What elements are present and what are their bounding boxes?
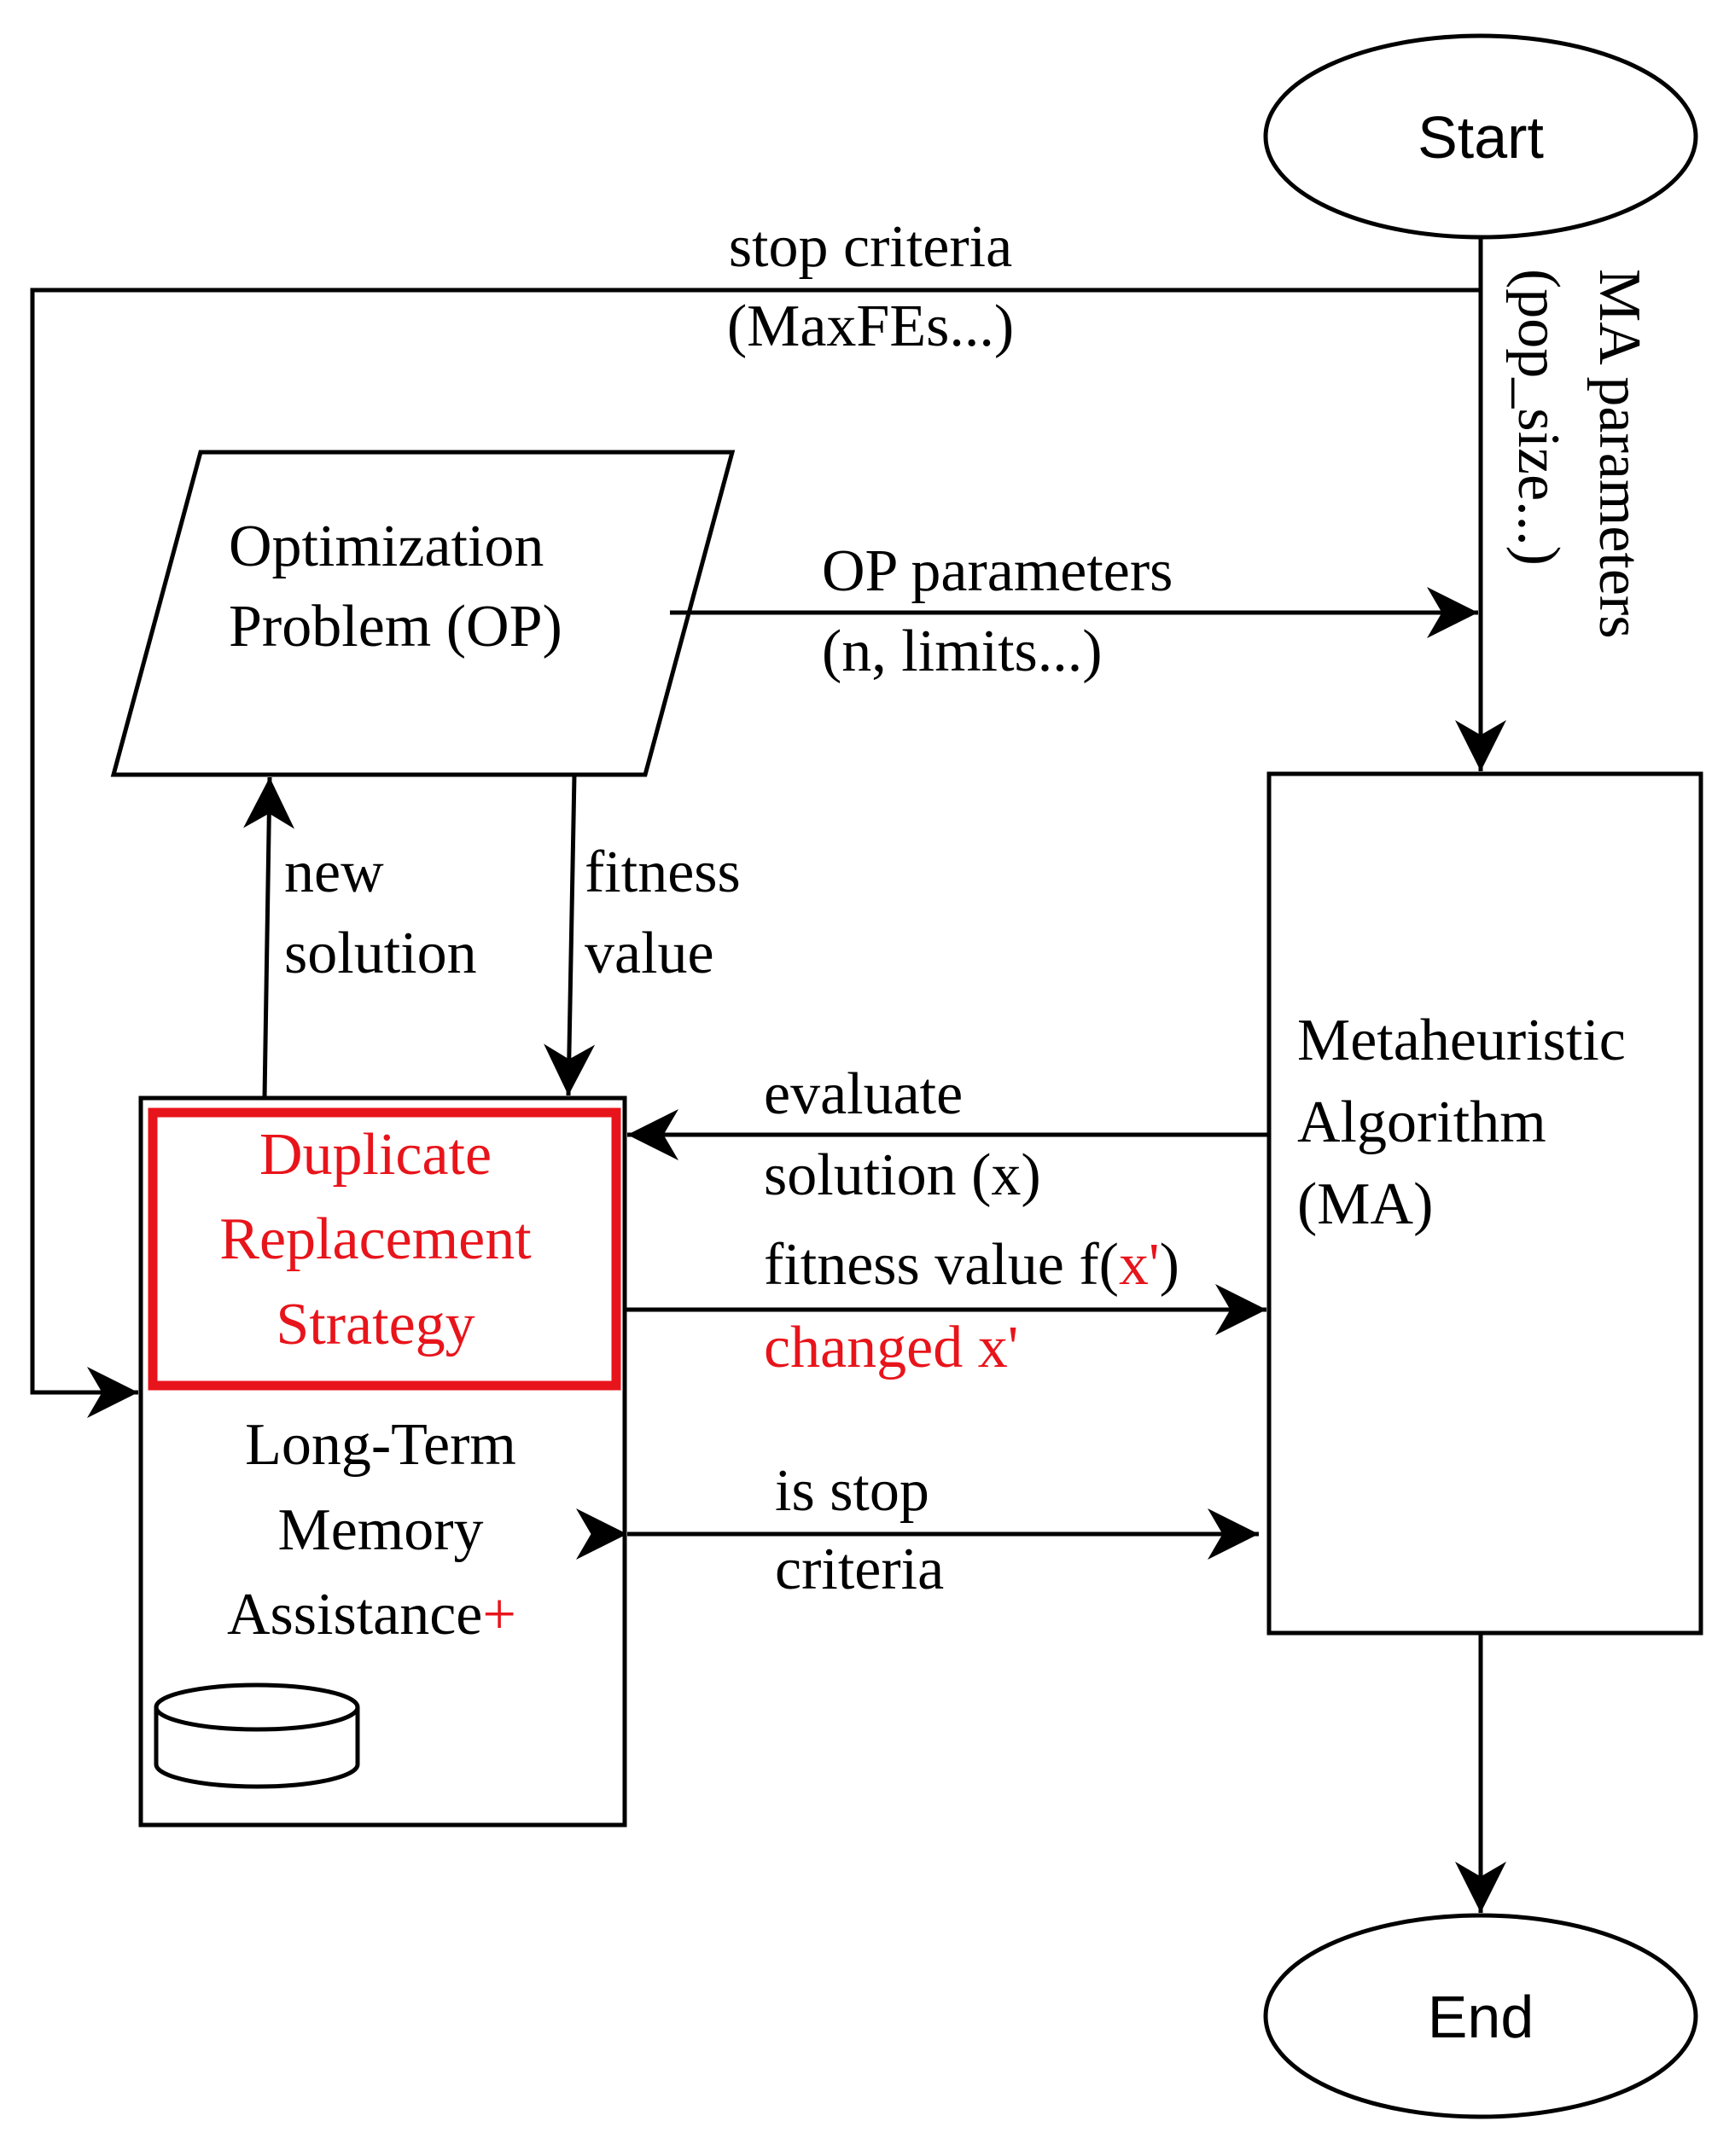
database-icon	[154, 1682, 360, 1789]
new-solution-arrow	[243, 776, 295, 1099]
ma-parameters-label: MA parameters (pop_size...)	[1505, 269, 1652, 638]
fitness-value-label-line2: value	[585, 921, 714, 986]
start-label: Start	[1418, 104, 1544, 171]
end-label: End	[1428, 1984, 1534, 2050]
ma-label-line1: Metaheuristic	[1297, 1008, 1626, 1073]
is-stop-label-line2: criteria	[775, 1537, 944, 1602]
drs-label-line2: Replacement	[219, 1206, 532, 1272]
op-label-line2: Problem (OP)	[229, 594, 562, 660]
ltma-assistance: Assistance	[227, 1582, 482, 1648]
ltma-plus: +	[482, 1582, 515, 1648]
fitness-return-prefix: fitness value f(	[764, 1232, 1119, 1298]
changed-x-label: changed x'	[764, 1315, 1018, 1380]
op-label-line1: Optimization	[229, 514, 544, 579]
ma-label-line3: (MA)	[1297, 1171, 1433, 1237]
metaheuristic-algorithm-node	[1266, 771, 1703, 1636]
fitness-return-label: fitness value f(x')	[764, 1232, 1179, 1298]
duplicate-replacement-strategy-box	[148, 1107, 621, 1391]
op-parameters-label-line1: OP parameters	[822, 538, 1173, 604]
fitness-return-var: x'	[1119, 1232, 1160, 1298]
ma-label-line2: Algorithm	[1297, 1090, 1546, 1155]
ltma-label-line3: Assistance+	[227, 1582, 516, 1648]
is-stop-label-line1: is stop	[775, 1458, 929, 1524]
ma-parameters-label-line2: (pop_size...)	[1505, 269, 1571, 566]
long-term-memory-node	[138, 1095, 627, 1828]
op-parameters-label-line2: (n, limits...)	[822, 619, 1103, 684]
end-node	[1263, 1913, 1698, 2119]
fitness-value-label-line1: fitness	[585, 840, 741, 905]
new-solution-label-line2: solution	[284, 921, 477, 986]
ltma-label-line2: Memory	[277, 1497, 483, 1563]
new-solution-label-line1: new	[284, 840, 384, 905]
stop-criteria-arrow	[30, 288, 1481, 1418]
ma-parameters-label-line1: MA parameters	[1587, 269, 1652, 638]
fitness-return-suffix: )	[1160, 1232, 1179, 1298]
optimization-problem-node	[110, 450, 736, 777]
stop-criteria-label-line1: stop criteria	[729, 214, 1012, 280]
drs-label-line3: Strategy	[276, 1292, 475, 1357]
stop-criteria-label-line2: (MaxFEs...)	[727, 293, 1014, 359]
drs-label-line1: Duplicate	[259, 1122, 492, 1188]
ltma-label-line1: Long-Term	[245, 1412, 516, 1478]
evaluate-label-line1: evaluate	[764, 1061, 963, 1127]
evaluate-label-line2: solution (x)	[764, 1142, 1041, 1208]
fitness-value-arrow	[544, 774, 596, 1096]
